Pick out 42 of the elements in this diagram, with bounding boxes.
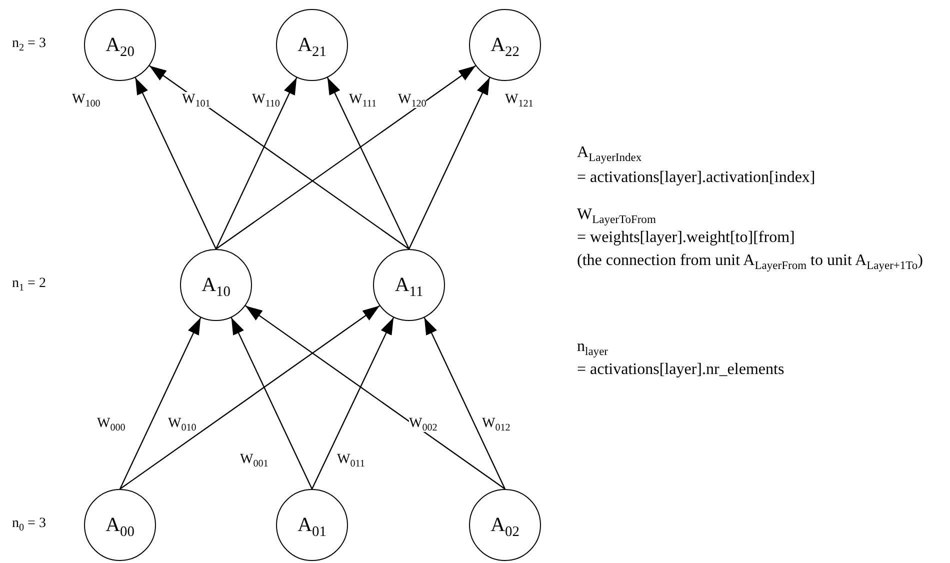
- edge-label: W$_{121}$: [505, 92, 534, 108]
- neuron-circle: A$_{20}$: [84, 9, 156, 81]
- layer-size-label: n$_{2}$ = 3: [12, 35, 46, 53]
- notation-note: W$_{LayerToFrom}$: [577, 205, 656, 224]
- edge-label: W$_{111}$: [349, 92, 377, 108]
- arrow: [424, 317, 506, 490]
- arrow: [245, 305, 506, 490]
- edge-label: W$_{100}$: [72, 92, 100, 108]
- arrow: [134, 77, 217, 250]
- notation-note: = activations[layer].nr_elements: [577, 360, 784, 379]
- edge-label: W$_{001}$: [240, 452, 268, 468]
- layer-size-label: n$_{1}$ = 2: [12, 275, 46, 293]
- arrow: [230, 317, 313, 490]
- neuron-circle: A$_{11}$: [373, 249, 445, 321]
- neuron-circle: A$_{00}$: [84, 489, 156, 561]
- notation-note: = weights[layer].weight[to][from]: [577, 228, 795, 247]
- neuron-circle: A$_{10}$: [180, 249, 252, 321]
- arrow: [120, 305, 380, 490]
- edge-label: W$_{010}$: [168, 416, 196, 432]
- arrow: [215, 77, 298, 250]
- edge-label: W$_{120}$: [398, 92, 426, 108]
- edge-label: W$_{011}$: [337, 452, 365, 468]
- edge-label: W$_{002}$: [409, 416, 438, 432]
- neuron-circle: A$_{01}$: [276, 489, 348, 561]
- edge-label: W$_{110}$: [252, 92, 280, 108]
- arrow: [216, 65, 476, 250]
- neuron-circle: A$_{02}$: [469, 489, 541, 561]
- notation-note: = activations[layer].activation[index]: [577, 168, 816, 187]
- edge-label: W$_{101}$: [182, 92, 210, 108]
- edge-label: W$_{000}$: [97, 416, 126, 432]
- arrow: [408, 77, 490, 250]
- neuron-circle: A$_{21}$: [276, 9, 348, 81]
- neuron-circle: A$_{22}$: [469, 9, 541, 81]
- arrow: [149, 65, 410, 250]
- notation-note: n$_{layer}$: [577, 337, 608, 356]
- layer-size-label: n$_{0}$ = 3: [12, 515, 46, 533]
- arrow: [326, 77, 410, 250]
- arrow: [119, 317, 202, 490]
- notation-note: A$_{LayerIndex}$: [577, 143, 642, 162]
- arrow: [311, 317, 394, 490]
- notation-note: (the connection from unit A$_{LayerFrom}$ to unit A$_{Layer+1To}$): [577, 251, 924, 270]
- edge-label: W$_{012}$: [482, 416, 510, 432]
